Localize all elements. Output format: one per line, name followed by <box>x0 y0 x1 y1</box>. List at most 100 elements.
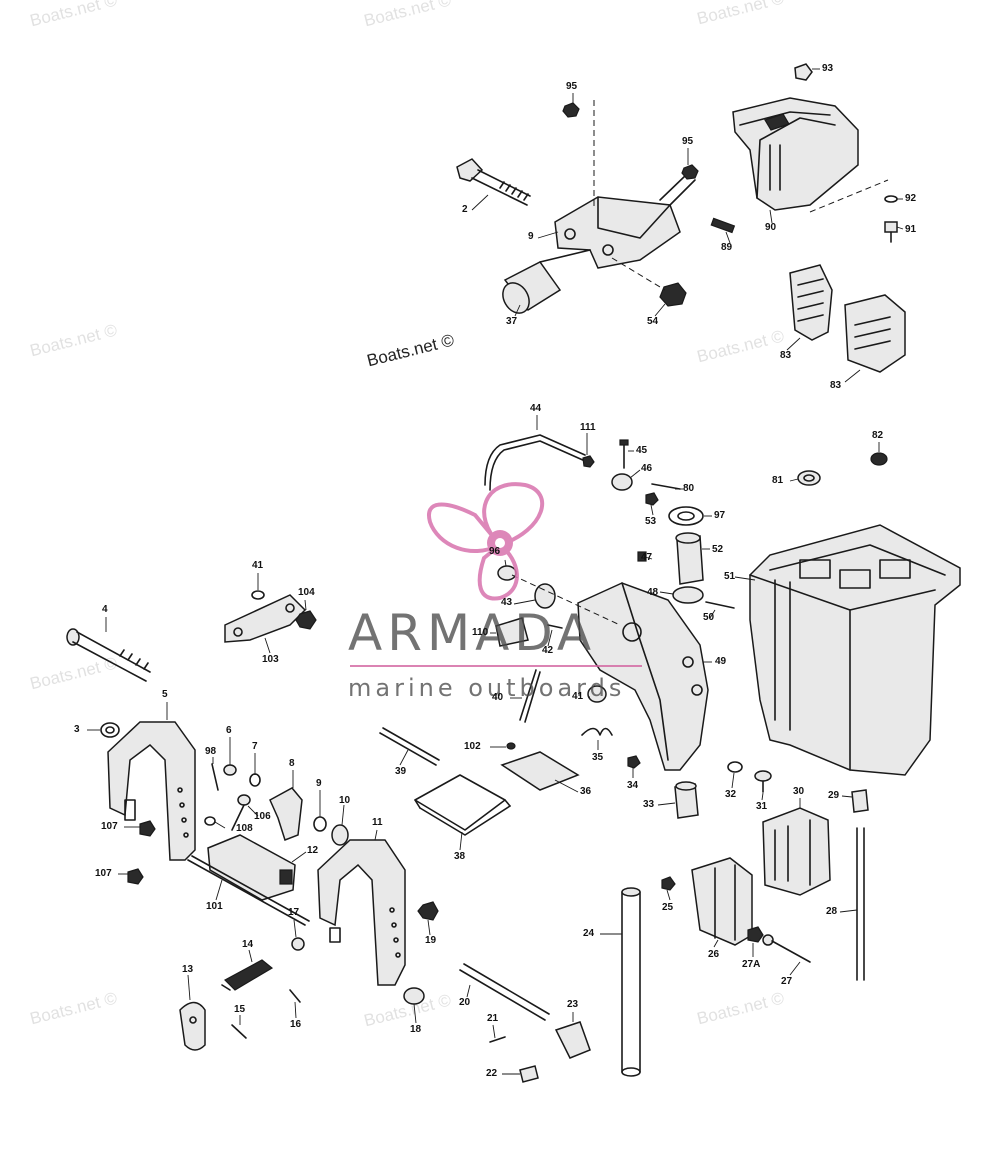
callout-52: 52 <box>712 544 724 555</box>
washer-32 <box>727 761 743 773</box>
callout-29: 29 <box>828 790 840 801</box>
callout-80: 80 <box>683 483 695 494</box>
arm-103 <box>224 594 307 643</box>
plug-82 <box>870 452 888 466</box>
callout-10: 10 <box>339 795 351 806</box>
screw-6 <box>223 764 237 776</box>
swivel-housing-90 <box>732 97 859 211</box>
callout-95: 95 <box>682 136 694 147</box>
callout-31: 31 <box>756 801 768 812</box>
washer-92 <box>884 195 898 203</box>
callout-91: 91 <box>905 224 917 235</box>
callout-7: 7 <box>252 741 258 752</box>
clamp-30 <box>762 807 831 896</box>
plate-110 <box>495 617 529 647</box>
handle-13 <box>179 1001 206 1051</box>
frame-38 <box>414 774 511 836</box>
nut-19 <box>417 901 439 921</box>
callout-11: 11 <box>372 817 383 828</box>
seal-81 <box>797 470 821 486</box>
brand-tagline: marine outboards <box>348 674 626 702</box>
lever-8 <box>269 787 303 841</box>
bushing-29 <box>851 789 869 813</box>
callout-38: 38 <box>454 851 466 862</box>
callout-2: 2 <box>462 204 468 215</box>
pin-15 <box>231 1024 247 1039</box>
pin-21 <box>489 1036 506 1043</box>
nut-10 <box>331 824 349 846</box>
callout-16: 16 <box>290 1019 302 1030</box>
callout-33: 33 <box>643 799 655 810</box>
bolt-2 <box>456 158 531 206</box>
nut-107a <box>139 820 156 837</box>
callout-36: 36 <box>580 786 592 797</box>
pin-16 <box>289 989 301 1003</box>
callout-89: 89 <box>721 242 733 253</box>
callout-4: 4 <box>102 604 108 615</box>
clamp-26 <box>691 857 753 946</box>
spring-wire-44 <box>484 434 586 491</box>
callout-5: 5 <box>162 689 168 700</box>
leader-lines <box>87 68 904 1075</box>
nut-107b <box>127 868 144 885</box>
callout-13: 13 <box>182 964 194 975</box>
callout-47: 47 <box>641 552 653 563</box>
callout-96: 96 <box>489 546 501 557</box>
nut-53 <box>645 492 659 506</box>
nut-54 <box>659 282 687 307</box>
exhaust-housing-51 <box>749 524 961 776</box>
callout-95: 95 <box>566 81 578 92</box>
screw-45 <box>619 439 629 469</box>
pin-98 <box>211 763 219 791</box>
callout-98: 98 <box>205 746 217 757</box>
clamp-bracket-5 <box>107 721 196 861</box>
callout-35: 35 <box>592 752 604 763</box>
callout-48: 48 <box>647 587 659 598</box>
clip-22 <box>519 1065 539 1083</box>
bolt-27 <box>762 934 811 963</box>
nut-27a <box>747 926 764 943</box>
screw-31 <box>754 770 772 793</box>
screw-50 <box>705 601 735 609</box>
nut-104 <box>295 610 317 630</box>
callout-44: 44 <box>530 403 542 414</box>
screw-34 <box>627 755 641 769</box>
callout-93: 93 <box>822 63 834 74</box>
callout-15: 15 <box>234 1004 246 1015</box>
pin-80 <box>651 483 681 490</box>
swivel-bracket-49 <box>577 582 709 771</box>
callout-19: 19 <box>425 935 437 946</box>
callout-14: 14 <box>242 939 254 950</box>
callout-17: 17 <box>288 907 300 918</box>
brand-underline <box>350 665 642 667</box>
bushing-52 <box>675 532 704 585</box>
callout-83: 83 <box>780 350 792 361</box>
callout-53: 53 <box>645 516 657 527</box>
callout-34: 34 <box>627 780 639 791</box>
cap-42 <box>547 624 563 629</box>
nut-95 <box>562 102 699 180</box>
callout-25: 25 <box>662 902 674 913</box>
washer-108 <box>204 816 216 826</box>
clamp-pad-83 <box>789 264 906 373</box>
screw-106 <box>231 794 251 831</box>
callout-90: 90 <box>765 222 777 233</box>
callout-37: 37 <box>506 316 518 327</box>
armada-propeller-logo <box>426 482 545 601</box>
spring-35 <box>581 727 613 736</box>
rod-101 <box>187 855 310 926</box>
band-48 <box>672 586 704 604</box>
pin-89 <box>710 217 736 234</box>
tilt-bracket-9 <box>554 174 696 269</box>
plate-36 <box>500 751 580 791</box>
bushing-33 <box>674 781 699 819</box>
callout-107: 107 <box>95 868 112 879</box>
tube-28 <box>856 827 865 981</box>
callout-50: 50 <box>703 612 715 623</box>
plate-23 <box>554 1021 591 1059</box>
callout-101: 101 <box>206 901 223 912</box>
fitting-111 <box>582 455 595 468</box>
callout-28: 28 <box>826 906 838 917</box>
callout-26: 26 <box>708 949 720 960</box>
